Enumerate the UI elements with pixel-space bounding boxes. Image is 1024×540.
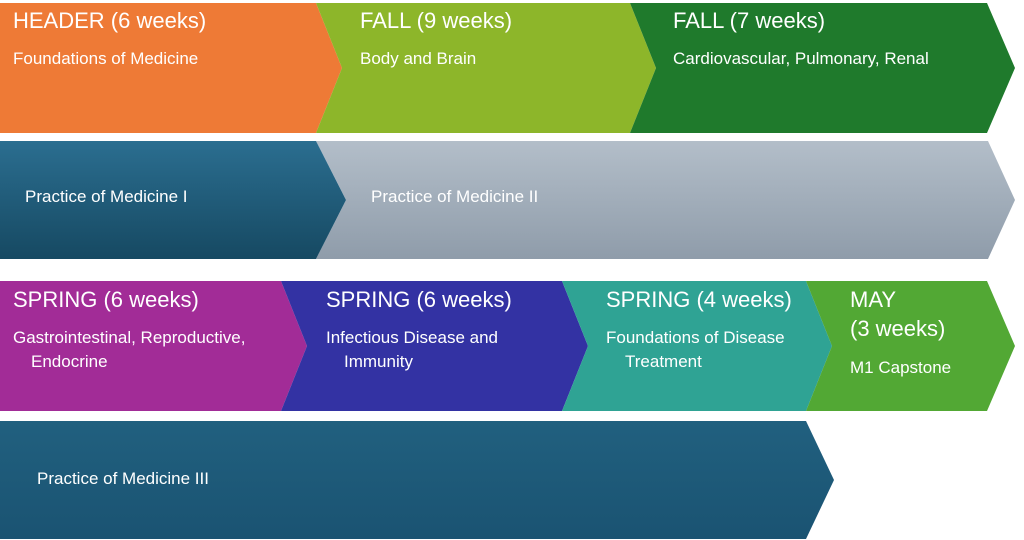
may-block-shape [806,281,1015,411]
spring-block-3-subtitle-line1: Foundations of Disease [606,328,785,347]
spring-block-1: SPRING (6 weeks) Gastrointestinal, Repro… [0,281,307,411]
header-block-title: HEADER (6 weeks) [13,8,206,33]
may-block-title-line1: MAY [850,287,896,312]
practice-of-medicine-2-shape [316,141,1015,259]
spring-block-2: SPRING (6 weeks) Infectious Disease and … [281,281,588,411]
spring-block-3-shape [562,281,832,411]
spring-block-1-shape [0,281,307,411]
may-block-subtitle: M1 Capstone [850,358,951,377]
spring-block-2-shape [281,281,588,411]
spring-block-3-title: SPRING (4 weeks) [606,287,792,312]
spring-block-2-subtitle-line1: Infectious Disease and [326,328,498,347]
spring-block-2-title: SPRING (6 weeks) [326,287,512,312]
practice-of-medicine-3-block: Practice of Medicine III [0,421,834,539]
practice-of-medicine-2-block: Practice of Medicine II [316,141,1015,259]
header-block-shape [0,3,342,133]
fall-block-2-subtitle: Cardiovascular, Pulmonary, Renal [673,49,929,68]
fall-block-1-title: FALL (9 weeks) [360,8,512,33]
fall-block-2: FALL (7 weeks) Cardiovascular, Pulmonary… [630,3,1015,133]
spring-block-1-subtitle-line1: Gastrointestinal, Reproductive, [13,328,245,347]
fall-block-2-title: FALL (7 weeks) [673,8,825,33]
practice-of-medicine-1-label: Practice of Medicine I [25,187,188,206]
may-block-title-line2: (3 weeks) [850,316,945,341]
header-block-subtitle: Foundations of Medicine [13,49,198,68]
spring-block-3: SPRING (4 weeks) Foundations of Disease … [562,281,832,411]
practice-of-medicine-1-block: Practice of Medicine I [0,141,346,259]
practice-of-medicine-3-shape [0,421,834,539]
spring-block-2-subtitle-line2: Immunity [344,352,413,371]
fall-block-1: FALL (9 weeks) Body and Brain [316,3,656,133]
fall-block-1-shape [316,3,656,133]
practice-of-medicine-2-label: Practice of Medicine II [371,187,538,206]
fall-block-2-shape [630,3,1015,133]
header-block: HEADER (6 weeks) Foundations of Medicine [0,3,342,133]
spring-block-1-title: SPRING (6 weeks) [13,287,199,312]
spring-block-3-subtitle-line2: Treatment [625,352,702,371]
may-block: MAY (3 weeks) M1 Capstone [806,281,1015,411]
practice-of-medicine-3-label: Practice of Medicine III [37,469,209,488]
practice-of-medicine-1-shape [0,141,346,259]
fall-block-1-subtitle: Body and Brain [360,49,476,68]
spring-block-1-subtitle-line2: Endocrine [31,352,108,371]
